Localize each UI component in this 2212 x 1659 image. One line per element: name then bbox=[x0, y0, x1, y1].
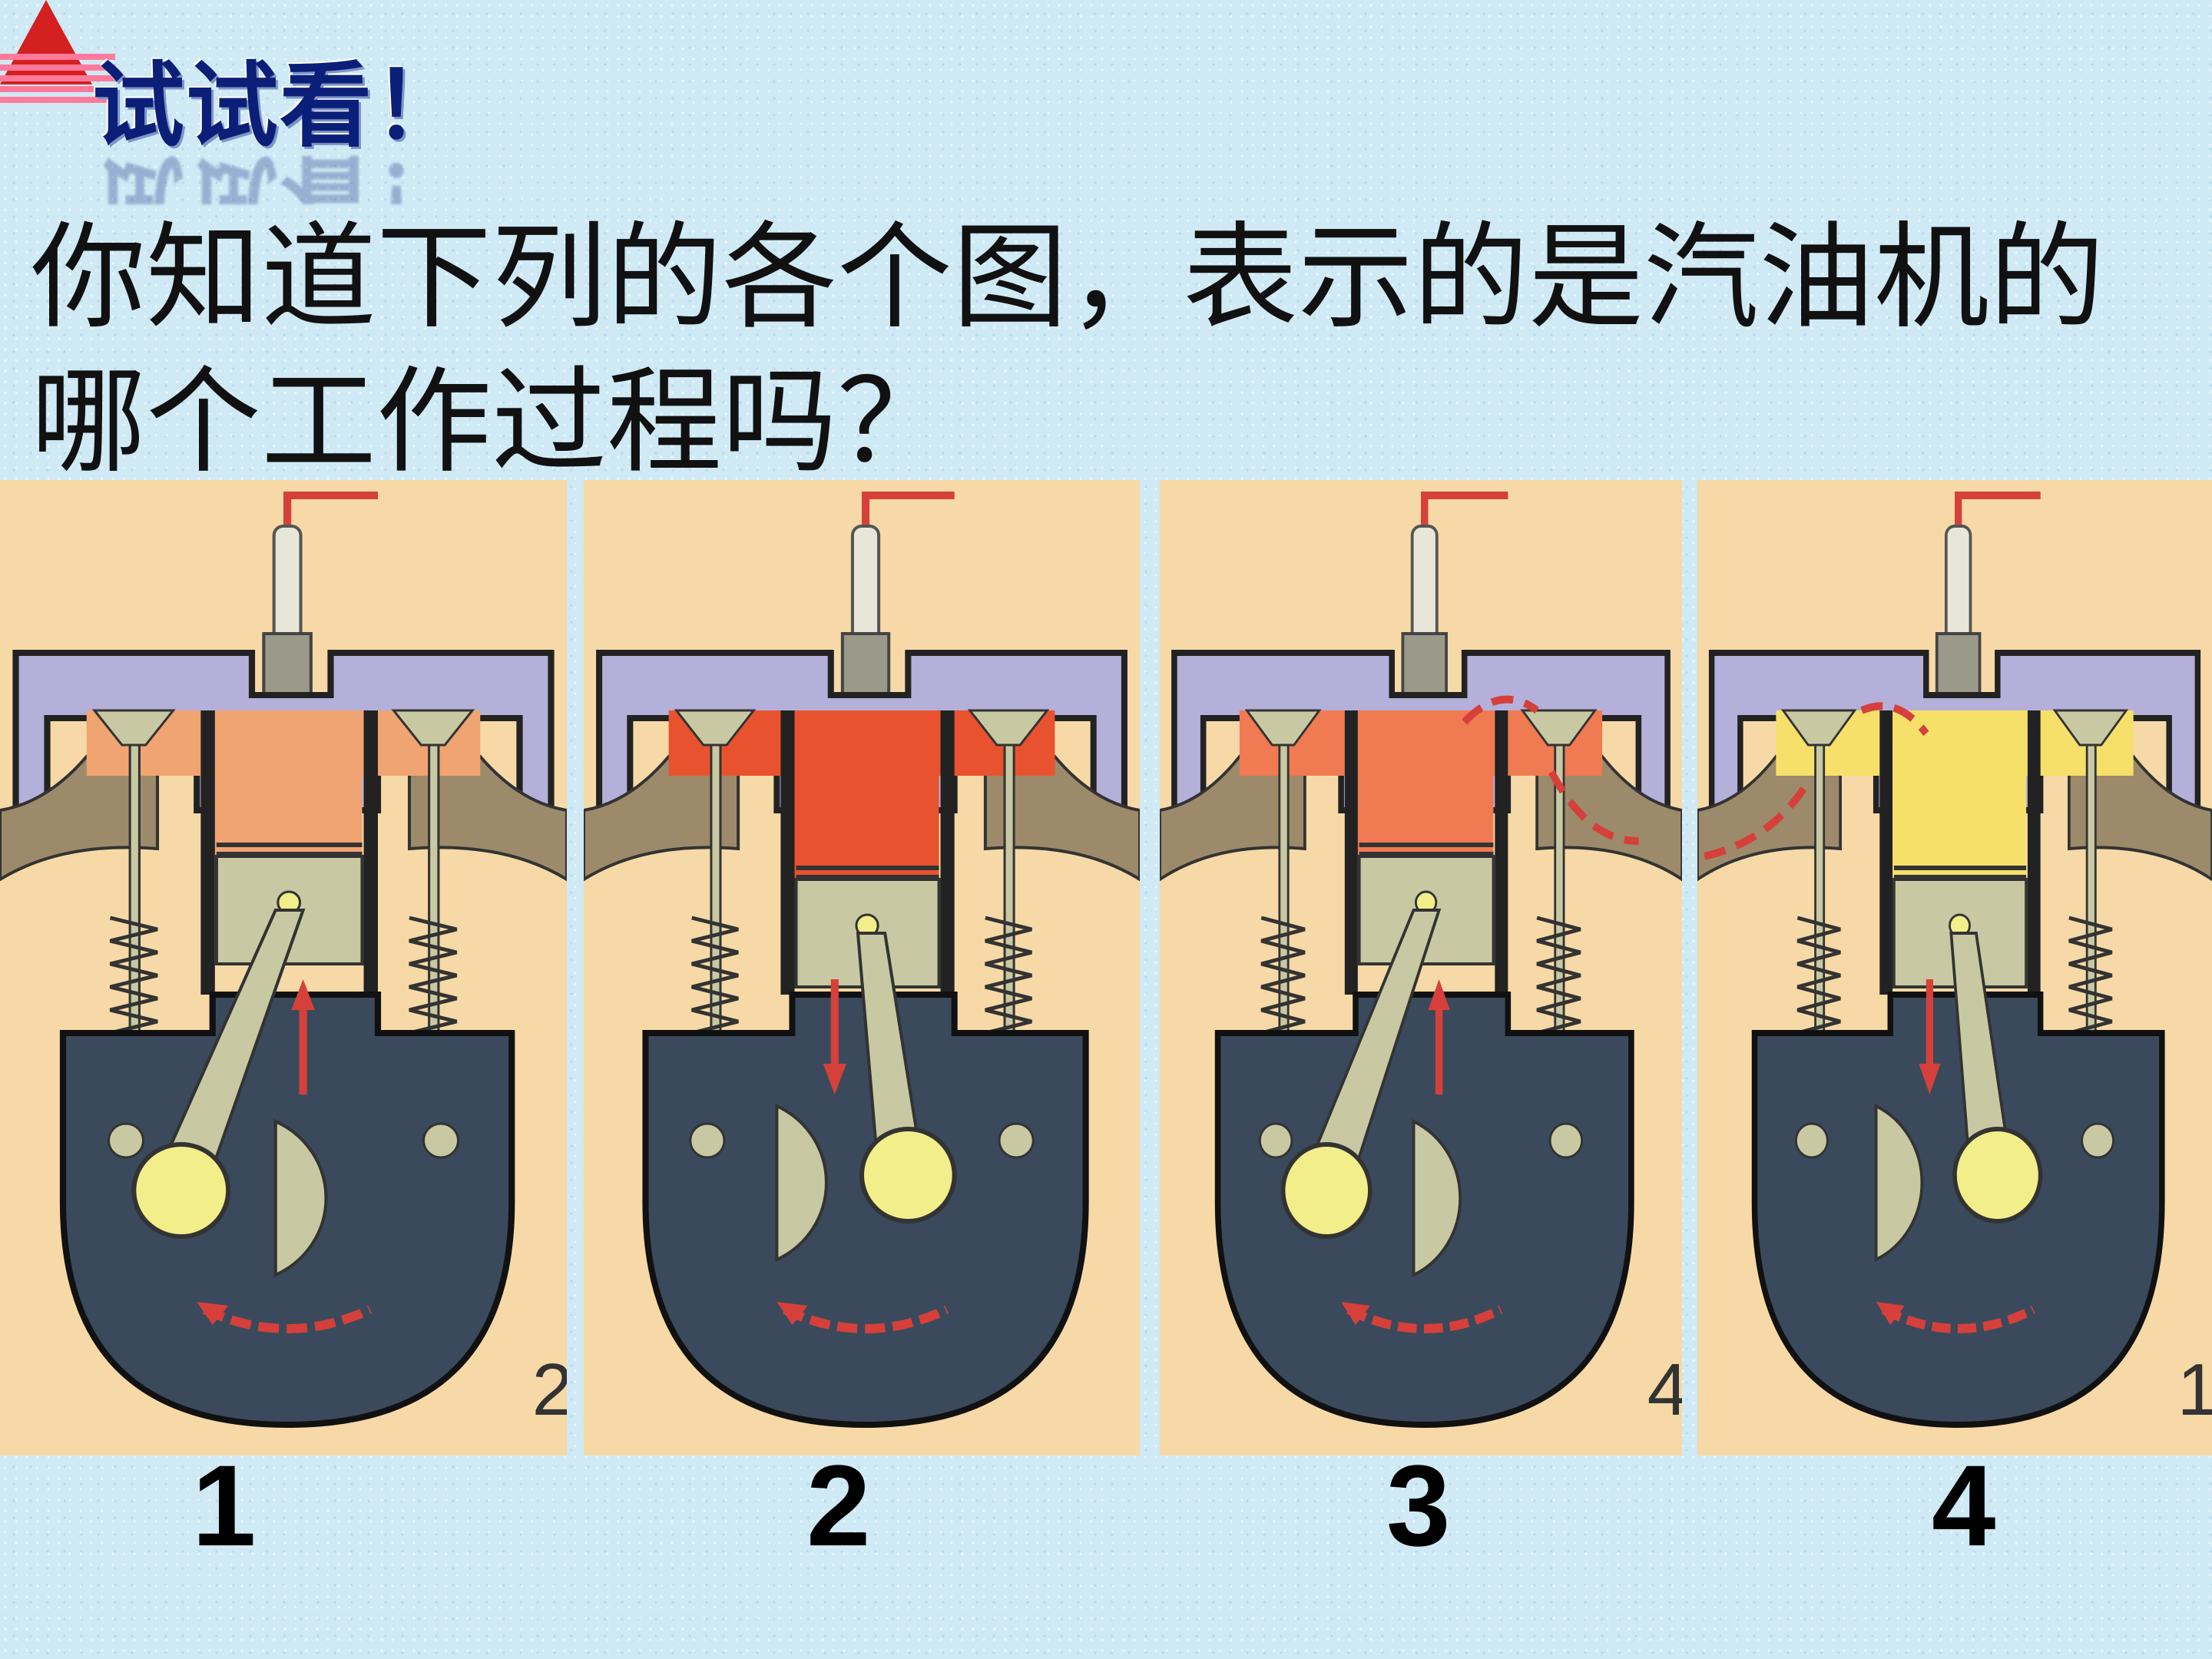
engine-diagram-2 bbox=[584, 480, 1140, 1455]
corner-arrow-icon bbox=[0, 0, 115, 103]
question-text: 你知道下列的各个图，表示的是汽油机的哪个工作过程吗？ bbox=[31, 211, 2105, 489]
try-it-heading-reflection: 试试看！ bbox=[92, 151, 492, 204]
diagram-label-1: 1 bbox=[192, 1441, 257, 1570]
diagram-label-2: 2 bbox=[806, 1441, 871, 1570]
edge-number: 2 bbox=[531, 1349, 567, 1431]
edge-number: 1 bbox=[2177, 1349, 2212, 1431]
edge-number: 4 bbox=[1647, 1349, 1682, 1431]
engine-diagram-1: 2 bbox=[0, 480, 567, 1455]
engine-diagram-3: 4 bbox=[1160, 480, 1682, 1455]
engine-diagram-4: 1 bbox=[1697, 480, 2212, 1455]
try-it-heading: 试试看！ bbox=[92, 51, 467, 160]
diagram-label-3: 3 bbox=[1386, 1441, 1451, 1570]
diagram-label-4: 4 bbox=[1932, 1441, 1996, 1570]
